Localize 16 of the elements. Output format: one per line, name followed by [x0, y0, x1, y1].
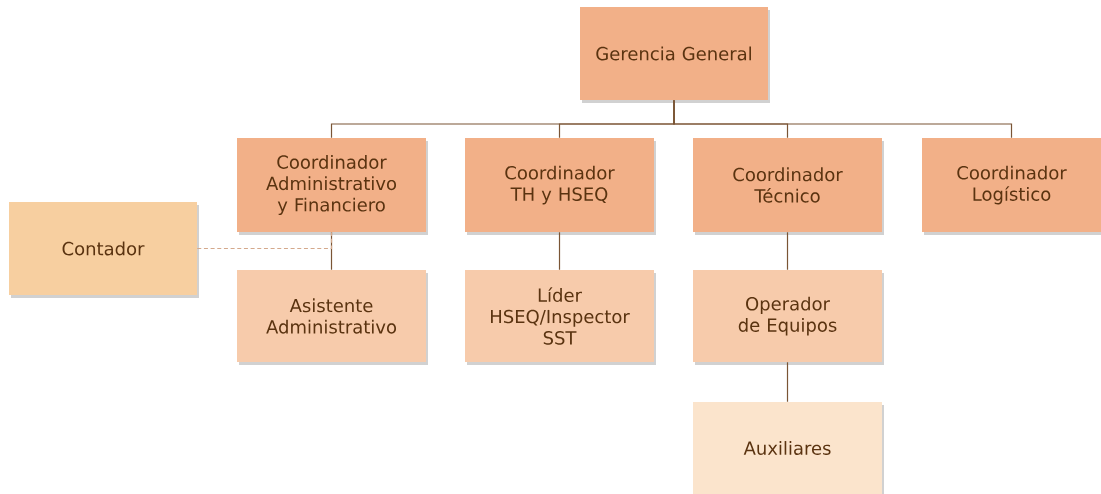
org-box: Líder HSEQ/Inspector SST — [465, 270, 654, 362]
org-box: Gerencia General — [580, 7, 768, 100]
connector-line — [196, 231, 333, 250]
org-box: Coordinador Logístico — [922, 138, 1101, 232]
org-box: Coordinador TH y HSEQ — [465, 138, 654, 232]
connector-line — [786, 361, 789, 403]
org-box: Auxiliares — [693, 402, 882, 494]
org-box: Contador — [9, 202, 197, 295]
org-box: Coordinador Técnico — [693, 138, 882, 232]
org-box: Coordinador Administrativo y Financiero — [237, 138, 426, 232]
connector-line — [558, 231, 561, 271]
org-box: Operador de Equipos — [693, 270, 882, 362]
org-box: Asistente Administrativo — [237, 270, 426, 362]
connector-line — [786, 231, 789, 271]
connector-line — [673, 99, 1013, 139]
connector-line — [330, 231, 333, 271]
